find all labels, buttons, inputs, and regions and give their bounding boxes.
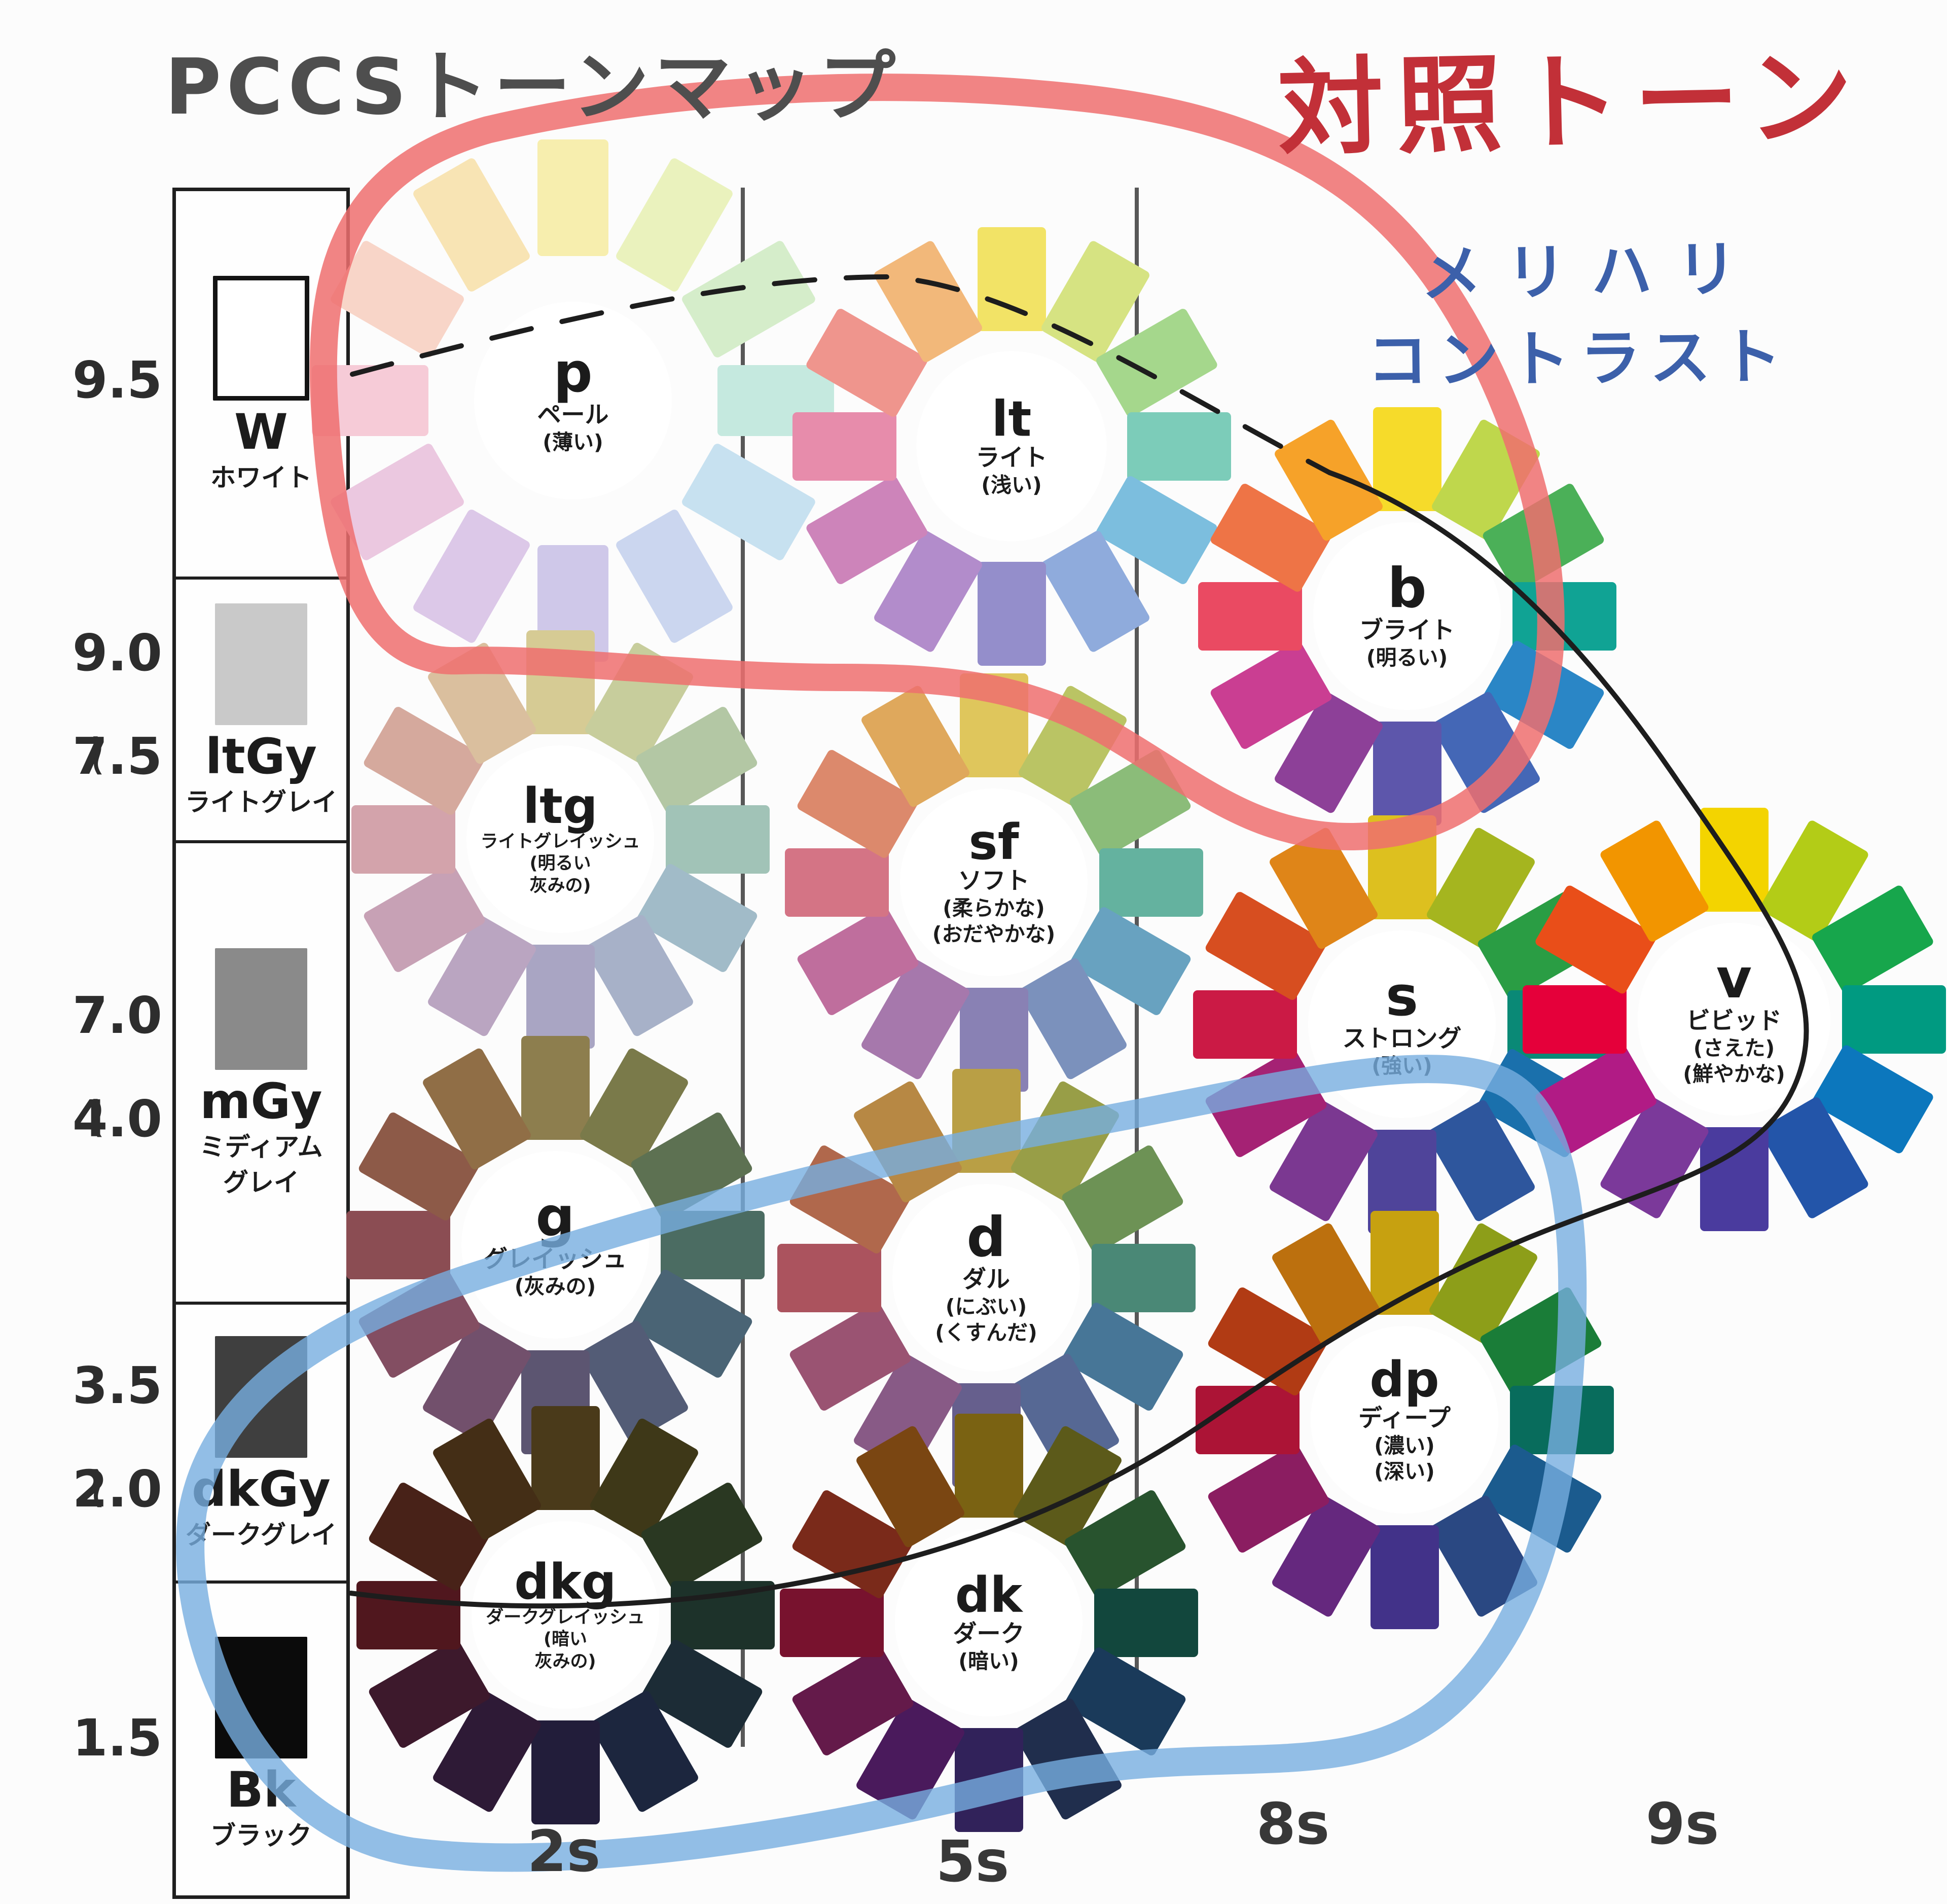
gray-swatch-W: [213, 276, 309, 401]
gray-swatch-ltGy: [215, 603, 307, 725]
axis-label-2s: 2s: [527, 1819, 601, 1885]
axis-label-9s: 9s: [1645, 1791, 1719, 1857]
axis-label-8s: 8s: [1256, 1791, 1330, 1857]
scale-code-label: W: [234, 404, 288, 460]
value-scale-cell-W: W ホワイト: [176, 191, 346, 577]
page-title: PCCSトーンマップ: [165, 42, 901, 132]
handwritten-note-line2: コントラスト: [1366, 321, 1792, 397]
gray-swatch-mGy: [215, 948, 307, 1070]
scale-code-label: ltGy: [205, 728, 317, 785]
axis-label-5s: 5s: [935, 1829, 1009, 1895]
scale-name-label: ホワイト: [210, 463, 312, 492]
handwritten-headline: 対照トーン: [1277, 35, 1867, 171]
handwritten-note-line1: メリハリ: [1420, 234, 1762, 310]
